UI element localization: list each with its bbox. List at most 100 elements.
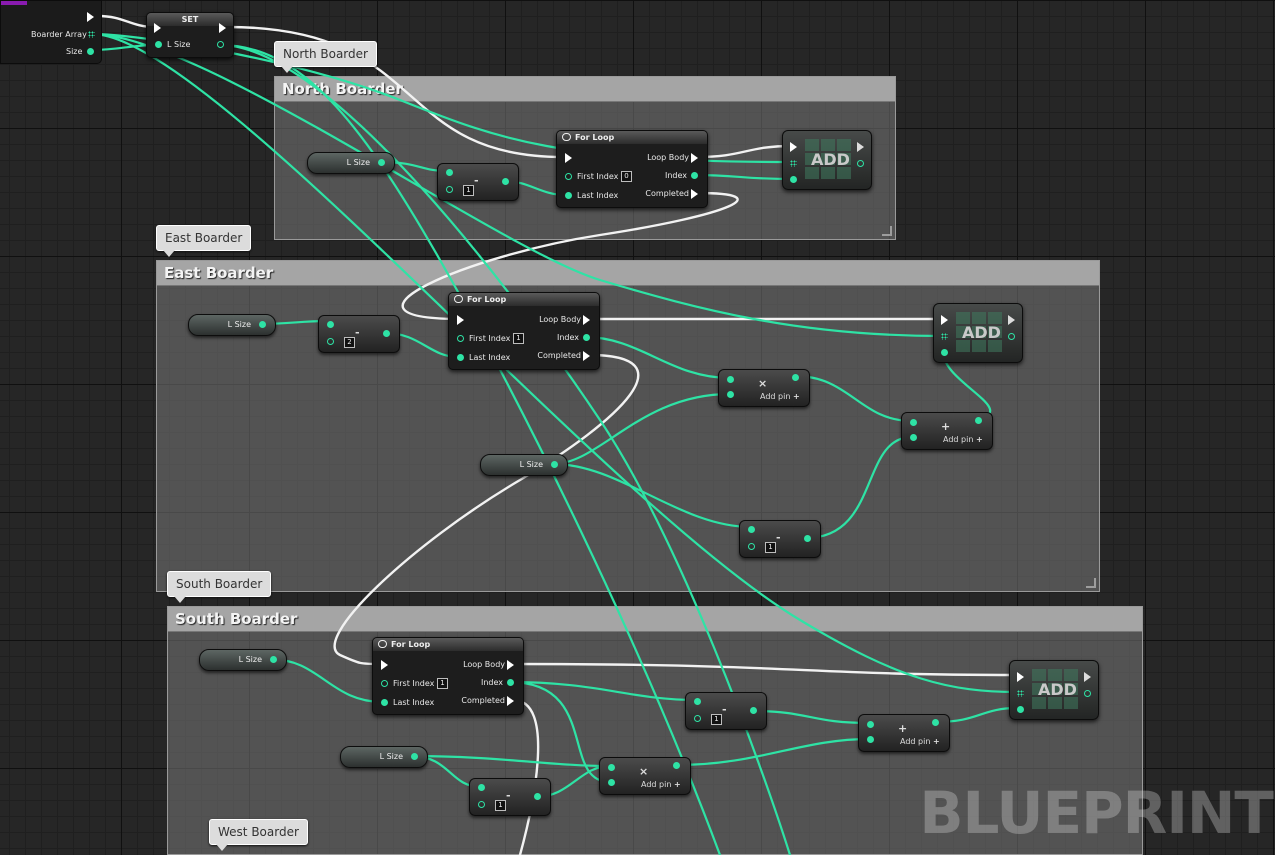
new-item-pin[interactable] (941, 349, 948, 356)
completed-pin[interactable] (507, 696, 514, 706)
exec-in-pin[interactable] (457, 315, 464, 325)
first-index-pin[interactable] (565, 173, 572, 180)
loop-body-pin[interactable] (507, 660, 514, 670)
get-lsize-node[interactable]: L Size (480, 454, 568, 476)
subtract-node[interactable]: 2 - (318, 315, 400, 353)
a-in-pin[interactable] (694, 698, 701, 705)
b-value-box[interactable]: 1 (711, 714, 722, 725)
result-out-pin[interactable] (975, 417, 982, 424)
array-add-node[interactable]: ADD (933, 303, 1023, 363)
exec-in-pin[interactable] (941, 315, 948, 325)
first-index-value[interactable]: 1 (513, 333, 524, 344)
result-out-pin[interactable] (502, 178, 509, 185)
first-index-value[interactable]: 0 (621, 171, 632, 182)
first-index-pin[interactable] (457, 335, 464, 342)
result-out-pin[interactable] (673, 762, 680, 769)
b-in-pin[interactable] (727, 391, 734, 398)
a-in-pin[interactable] (327, 321, 334, 328)
target-array-pin[interactable] (1017, 690, 1024, 697)
new-item-pin[interactable] (790, 176, 797, 183)
exec-out-pin[interactable] (87, 12, 94, 22)
result-out-pin[interactable] (750, 707, 757, 714)
last-index-pin[interactable] (457, 354, 464, 361)
array-pin[interactable] (88, 31, 95, 38)
multiply-node[interactable]: × Add pin + (718, 369, 810, 407)
result-out-pin[interactable] (792, 374, 799, 381)
lsize-out-pin[interactable] (259, 321, 266, 328)
a-in-pin[interactable] (608, 764, 615, 771)
target-array-pin[interactable] (941, 333, 948, 340)
b-in-pin[interactable] (327, 338, 334, 345)
result-out-pin[interactable] (534, 793, 541, 800)
subtract-node[interactable]: 1 - (685, 692, 767, 730)
b-in-pin[interactable] (910, 434, 917, 441)
get-lsize-node[interactable]: L Size (340, 746, 428, 768)
subtract-node[interactable]: 1 - (739, 520, 821, 558)
exec-in-pin[interactable] (1017, 672, 1024, 682)
b-in-pin[interactable] (867, 736, 874, 743)
array-add-node[interactable]: ADD (1009, 660, 1099, 720)
exec-in-pin[interactable] (154, 23, 161, 33)
multiply-node[interactable]: × Add pin + (599, 757, 691, 795)
comment-bubble-west[interactable]: West Boarder (209, 819, 308, 851)
b-in-pin[interactable] (694, 715, 701, 722)
for-loop-node[interactable]: For Loop First Index 1 Last Index Loop B… (448, 292, 600, 370)
a-in-pin[interactable] (867, 721, 874, 728)
add-math-node[interactable]: + Add pin + (858, 714, 950, 752)
a-in-pin[interactable] (446, 169, 453, 176)
subtract-node[interactable]: 1 - (469, 778, 551, 816)
first-index-pin[interactable] (381, 680, 388, 687)
last-index-pin[interactable] (565, 192, 572, 199)
index-out-pin[interactable] (1084, 690, 1091, 697)
array-add-node[interactable]: ADD (782, 130, 872, 190)
index-out-pin[interactable] (507, 679, 514, 686)
lsize-in-pin[interactable] (155, 41, 162, 48)
first-index-value[interactable]: 1 (437, 678, 448, 689)
b-value-box[interactable]: 2 (344, 337, 355, 348)
result-out-pin[interactable] (383, 330, 390, 337)
resize-handle[interactable] (1086, 578, 1096, 588)
get-lsize-node[interactable]: L Size (188, 314, 276, 336)
result-out-pin[interactable] (932, 719, 939, 726)
exec-in-pin[interactable] (790, 142, 797, 152)
event-node[interactable]: Boarder Array Size (0, 0, 102, 64)
loop-body-pin[interactable] (583, 315, 590, 325)
last-index-pin[interactable] (381, 699, 388, 706)
b-value-box[interactable]: 1 (495, 800, 506, 811)
index-out-pin[interactable] (583, 334, 590, 341)
b-in-pin[interactable] (478, 801, 485, 808)
add-pin-button[interactable]: Add pin + (943, 435, 983, 444)
completed-pin[interactable] (583, 351, 590, 361)
for-loop-node[interactable]: For Loop First Index 0 Last Index Loop B… (556, 130, 708, 208)
lsize-out-pin[interactable] (411, 753, 418, 760)
exec-out-pin[interactable] (1084, 672, 1091, 682)
comment-bubble-east[interactable]: East Boarder (156, 225, 252, 257)
exec-out-pin[interactable] (857, 142, 864, 152)
resize-handle[interactable] (882, 226, 892, 236)
completed-pin[interactable] (691, 189, 698, 199)
lsize-out-pin[interactable] (217, 41, 224, 48)
exec-out-pin[interactable] (219, 23, 226, 33)
a-in-pin[interactable] (478, 784, 485, 791)
a-in-pin[interactable] (748, 526, 755, 533)
index-out-pin[interactable] (857, 160, 864, 167)
add-math-node[interactable]: + Add pin + (901, 412, 993, 450)
b-in-pin[interactable] (608, 779, 615, 786)
add-pin-button[interactable]: Add pin + (900, 737, 940, 746)
b-in-pin[interactable] (748, 543, 755, 550)
add-pin-button[interactable]: Add pin + (760, 392, 800, 401)
size-pin[interactable] (87, 48, 94, 55)
set-node[interactable]: SET L Size (146, 12, 234, 58)
lsize-out-pin[interactable] (270, 656, 277, 663)
for-loop-node[interactable]: For Loop First Index 1 Last Index Loop B… (372, 637, 524, 715)
a-in-pin[interactable] (910, 419, 917, 426)
b-in-pin[interactable] (446, 186, 453, 193)
lsize-out-pin[interactable] (378, 159, 385, 166)
result-out-pin[interactable] (804, 535, 811, 542)
b-value-box[interactable]: 1 (765, 542, 776, 553)
new-item-pin[interactable] (1017, 706, 1024, 713)
index-out-pin[interactable] (1008, 333, 1015, 340)
subtract-node[interactable]: 1 - (437, 163, 519, 201)
index-out-pin[interactable] (691, 172, 698, 179)
get-lsize-node[interactable]: L Size (199, 649, 287, 671)
